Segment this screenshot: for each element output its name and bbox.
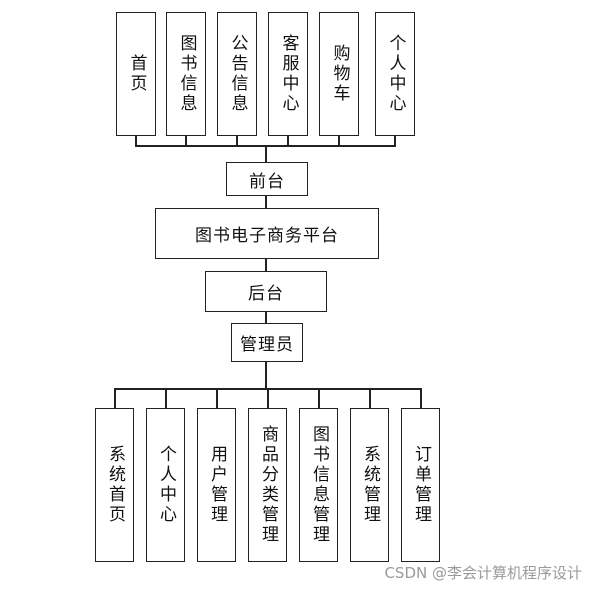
front-to-platform-line: [265, 196, 267, 208]
front-module-service-center: 客服中心: [268, 12, 308, 136]
front-module-book-info: 图书信息: [166, 12, 206, 136]
bottom-branch-category-management: [267, 388, 269, 408]
back-end-box: 后台: [205, 271, 327, 312]
bottom-branch-personal-center: [165, 388, 167, 408]
admin-stem-line: [265, 362, 267, 389]
bottom-branch-system-home: [114, 388, 116, 408]
bottom-branch-order-management: [420, 388, 422, 408]
top-branch-cart: [338, 136, 340, 146]
front-module-home: 首页: [116, 12, 156, 136]
admin-module-system-management: 系统管理: [350, 408, 389, 562]
bottom-branch-system-management: [369, 388, 371, 408]
admin-module-book-management: 图书信息管理: [299, 408, 338, 562]
top-branch-home: [135, 136, 137, 146]
front-module-personal-center: 个人中心: [375, 12, 415, 136]
top-branch-service-center: [287, 136, 289, 146]
top-branch-notice-info: [236, 136, 238, 146]
admin-module-category-management: 商品分类管理: [248, 408, 287, 562]
admin-module-order-management: 订单管理: [401, 408, 440, 562]
top-branch-book-info: [185, 136, 187, 146]
admin-module-personal-center: 个人中心: [146, 408, 185, 562]
top-branch-personal-center: [394, 136, 396, 146]
platform-box: 图书电子商务平台: [155, 208, 379, 259]
admin-box: 管理员: [231, 323, 303, 362]
admin-module-system-home: 系统首页: [95, 408, 134, 562]
front-module-cart: 购物车: [319, 12, 359, 136]
watermark-text: CSDN @李会计算机程序设计: [384, 564, 582, 582]
admin-module-user-management: 用户管理: [197, 408, 236, 562]
front-end-box: 前台: [226, 162, 308, 196]
back-to-admin-line: [265, 312, 267, 323]
bottom-branch-book-management: [318, 388, 320, 408]
platform-to-back-line: [265, 259, 267, 271]
bottom-branch-user-management: [216, 388, 218, 408]
top-stem-line: [265, 145, 267, 163]
front-module-notice-info: 公告信息: [217, 12, 257, 136]
